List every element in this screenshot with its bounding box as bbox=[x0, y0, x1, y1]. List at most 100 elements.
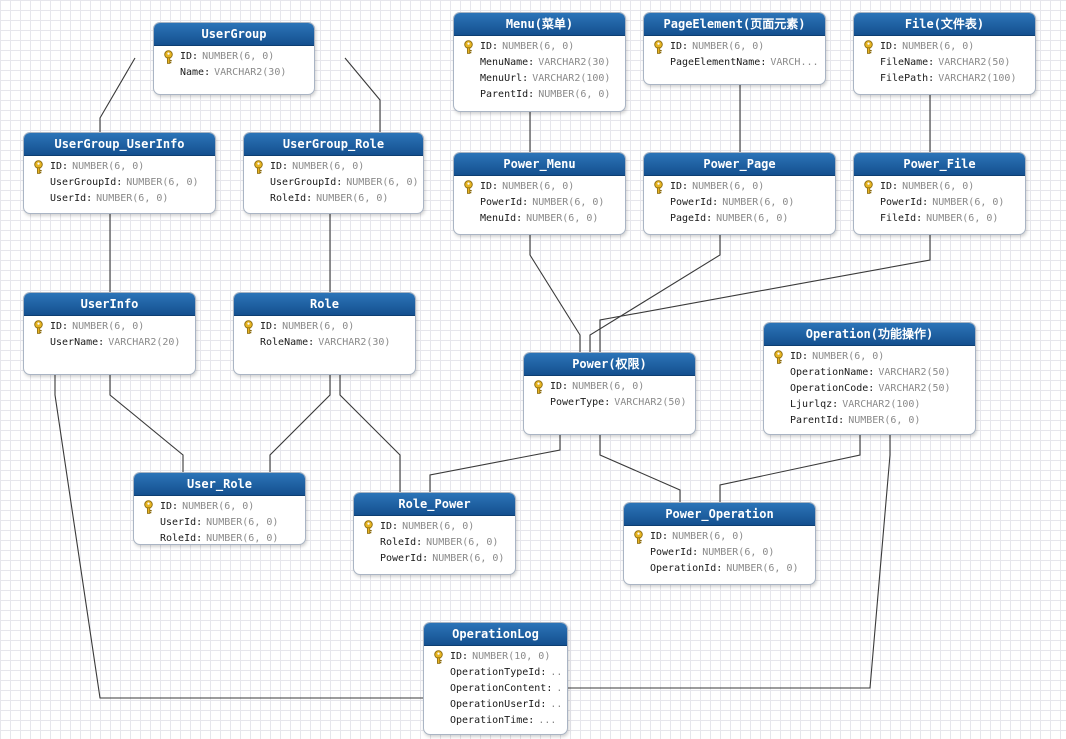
entity-title: PageElement(页面元素) bbox=[644, 13, 825, 36]
field-row[interactable]: RoleName:VARCHAR2(30) bbox=[242, 335, 411, 351]
field-row[interactable]: PageElementName:VARCH... bbox=[652, 55, 821, 71]
field-row[interactable]: ID:NUMBER(6, 0) bbox=[162, 49, 310, 65]
field-row[interactable]: ID:NUMBER(6, 0) bbox=[252, 159, 419, 175]
field-row[interactable]: MenuName:VARCHAR2(30) bbox=[462, 55, 621, 71]
field-row[interactable]: ID:NUMBER(6, 0) bbox=[862, 179, 1021, 195]
entity-file[interactable]: File(文件表)ID:NUMBER(6, 0)FileName:VARCHAR… bbox=[853, 12, 1036, 95]
field-row[interactable]: OperationCode:VARCHAR2(50) bbox=[772, 381, 971, 397]
entity-operation[interactable]: Operation(功能操作)ID:NUMBER(6, 0)OperationN… bbox=[763, 322, 976, 435]
entity-field-list: ID:NUMBER(6, 0)PowerId:NUMBER(6, 0)PageI… bbox=[644, 176, 835, 233]
field-row[interactable]: PowerId:NUMBER(6, 0) bbox=[362, 551, 511, 567]
field-row[interactable]: ID:NUMBER(10, 0) bbox=[432, 649, 563, 665]
field-row[interactable]: ID:NUMBER(6, 0) bbox=[142, 499, 301, 515]
field-name: MenuUrl bbox=[480, 73, 523, 84]
field-row[interactable]: ID:NUMBER(6, 0) bbox=[462, 179, 621, 195]
field-row[interactable]: PowerId:NUMBER(6, 0) bbox=[862, 195, 1021, 211]
primary-key-icon bbox=[864, 40, 873, 54]
entity-pageelement[interactable]: PageElement(页面元素) ID:NUMBER(6, 0)PageElem… bbox=[643, 12, 826, 85]
entity-field-list: ID:NUMBER(6, 0)PowerId:NUMBER(6, 0)MenuI… bbox=[454, 176, 625, 233]
field-row[interactable]: PowerId:NUMBER(6, 0) bbox=[652, 195, 831, 211]
field-separator: : bbox=[922, 197, 929, 208]
field-name: ID bbox=[260, 321, 273, 332]
entity-power[interactable]: Power(权限) ID:NUMBER(6, 0)PowerType:VARCHA… bbox=[523, 352, 696, 435]
field-row[interactable]: Ljurlqz:VARCHAR2(100) bbox=[772, 397, 971, 413]
field-row[interactable]: ID:NUMBER(6, 0) bbox=[652, 39, 821, 55]
field-row[interactable]: MenuUrl:VARCHAR2(100) bbox=[462, 71, 621, 87]
field-type: NUMBER(6, 0) bbox=[726, 563, 799, 574]
field-name: Name bbox=[180, 67, 205, 78]
field-row[interactable]: ID:NUMBER(6, 0) bbox=[862, 39, 1031, 55]
field-row[interactable]: ID:NUMBER(6, 0) bbox=[242, 319, 411, 335]
field-row[interactable]: UserId:NUMBER(6, 0) bbox=[142, 515, 301, 531]
field-name: OperationCode bbox=[790, 383, 869, 394]
field-separator: : bbox=[868, 367, 875, 378]
field-type: NUMBER(6, 0) bbox=[72, 321, 145, 332]
field-row[interactable]: PowerType:VARCHAR2(50) bbox=[532, 395, 691, 411]
field-row[interactable]: UserGroupId:NUMBER(6, 0) bbox=[32, 175, 211, 191]
field-name: UserGroupId bbox=[270, 177, 337, 188]
field-row[interactable]: ID:NUMBER(6, 0) bbox=[32, 319, 191, 335]
entity-field-list: ID:NUMBER(6, 0)RoleName:VARCHAR2(30) bbox=[234, 316, 415, 357]
field-name: ID bbox=[270, 161, 283, 172]
field-row[interactable]: PageId:NUMBER(6, 0) bbox=[652, 211, 831, 227]
field-type: ... bbox=[538, 715, 557, 726]
field-type: NUMBER(6, 0) bbox=[202, 51, 275, 62]
field-row[interactable]: PowerId:NUMBER(6, 0) bbox=[462, 195, 621, 211]
field-row[interactable]: ID:NUMBER(6, 0) bbox=[362, 519, 511, 535]
field-row[interactable]: FilePath:VARCHAR2(100) bbox=[862, 71, 1031, 87]
field-row[interactable]: OperationTypeId:... bbox=[432, 665, 563, 681]
field-name: RoleId bbox=[160, 533, 197, 544]
entity-title: Power(权限) bbox=[524, 353, 695, 376]
field-separator: : bbox=[422, 553, 429, 564]
field-row[interactable]: OperationUserId:... bbox=[432, 697, 563, 713]
field-row[interactable]: FileName:VARCHAR2(50) bbox=[862, 55, 1031, 71]
field-row[interactable]: ParentId:NUMBER(6, 0) bbox=[772, 413, 971, 429]
field-type: NUMBER(6, 0) bbox=[692, 41, 765, 52]
field-row[interactable]: UserId:NUMBER(6, 0) bbox=[32, 191, 211, 207]
field-row[interactable]: ParentId:NUMBER(6, 0) bbox=[462, 87, 621, 103]
field-row[interactable]: OperationName:VARCHAR2(50) bbox=[772, 365, 971, 381]
field-name: MenuId bbox=[480, 213, 517, 224]
field-separator: : bbox=[492, 41, 499, 52]
field-row[interactable]: OperationContent:... bbox=[432, 681, 563, 697]
field-row[interactable]: RoleId:NUMBER(6, 0) bbox=[362, 535, 511, 551]
field-row[interactable]: ID:NUMBER(6, 0) bbox=[772, 349, 971, 365]
field-row[interactable]: RoleId:NUMBER(6, 0) bbox=[142, 531, 301, 544]
field-separator: : bbox=[692, 547, 699, 558]
entity-title: UserGroup_UserInfo bbox=[24, 133, 215, 156]
field-row[interactable]: ID:NUMBER(6, 0) bbox=[32, 159, 211, 175]
field-row[interactable]: MenuId:NUMBER(6, 0) bbox=[462, 211, 621, 227]
entity-title: Power_Operation bbox=[624, 503, 815, 526]
field-row[interactable]: ID:NUMBER(6, 0) bbox=[652, 179, 831, 195]
field-separator: : bbox=[868, 383, 875, 394]
field-row[interactable]: ID:NUMBER(6, 0) bbox=[462, 39, 621, 55]
field-row[interactable]: OperationTime:... bbox=[432, 713, 563, 729]
field-row[interactable]: ID:NUMBER(6, 0) bbox=[632, 529, 811, 545]
field-type: VARCHAR2(100) bbox=[842, 399, 921, 410]
field-row[interactable]: Name:VARCHAR2(30) bbox=[162, 65, 310, 81]
field-row[interactable]: ID:NUMBER(6, 0) bbox=[532, 379, 691, 395]
field-name: ID bbox=[880, 41, 893, 52]
field-separator: : bbox=[492, 181, 499, 192]
field-row[interactable]: PowerId:NUMBER(6, 0) bbox=[632, 545, 811, 561]
field-row[interactable]: FileId:NUMBER(6, 0) bbox=[862, 211, 1021, 227]
field-row[interactable]: UserName:VARCHAR2(20) bbox=[32, 335, 191, 351]
field-row[interactable]: OperationId:NUMBER(6, 0) bbox=[632, 561, 811, 577]
primary-key-icon bbox=[434, 650, 443, 664]
entity-menu[interactable]: Menu(菜单)ID:NUMBER(6, 0)MenuName:VARCHAR2… bbox=[453, 12, 626, 112]
primary-key-icon bbox=[654, 180, 663, 194]
field-row[interactable]: RoleId:NUMBER(6, 0) bbox=[252, 191, 419, 207]
field-row[interactable]: UserGroupId:NUMBER(6, 0) bbox=[252, 175, 419, 191]
